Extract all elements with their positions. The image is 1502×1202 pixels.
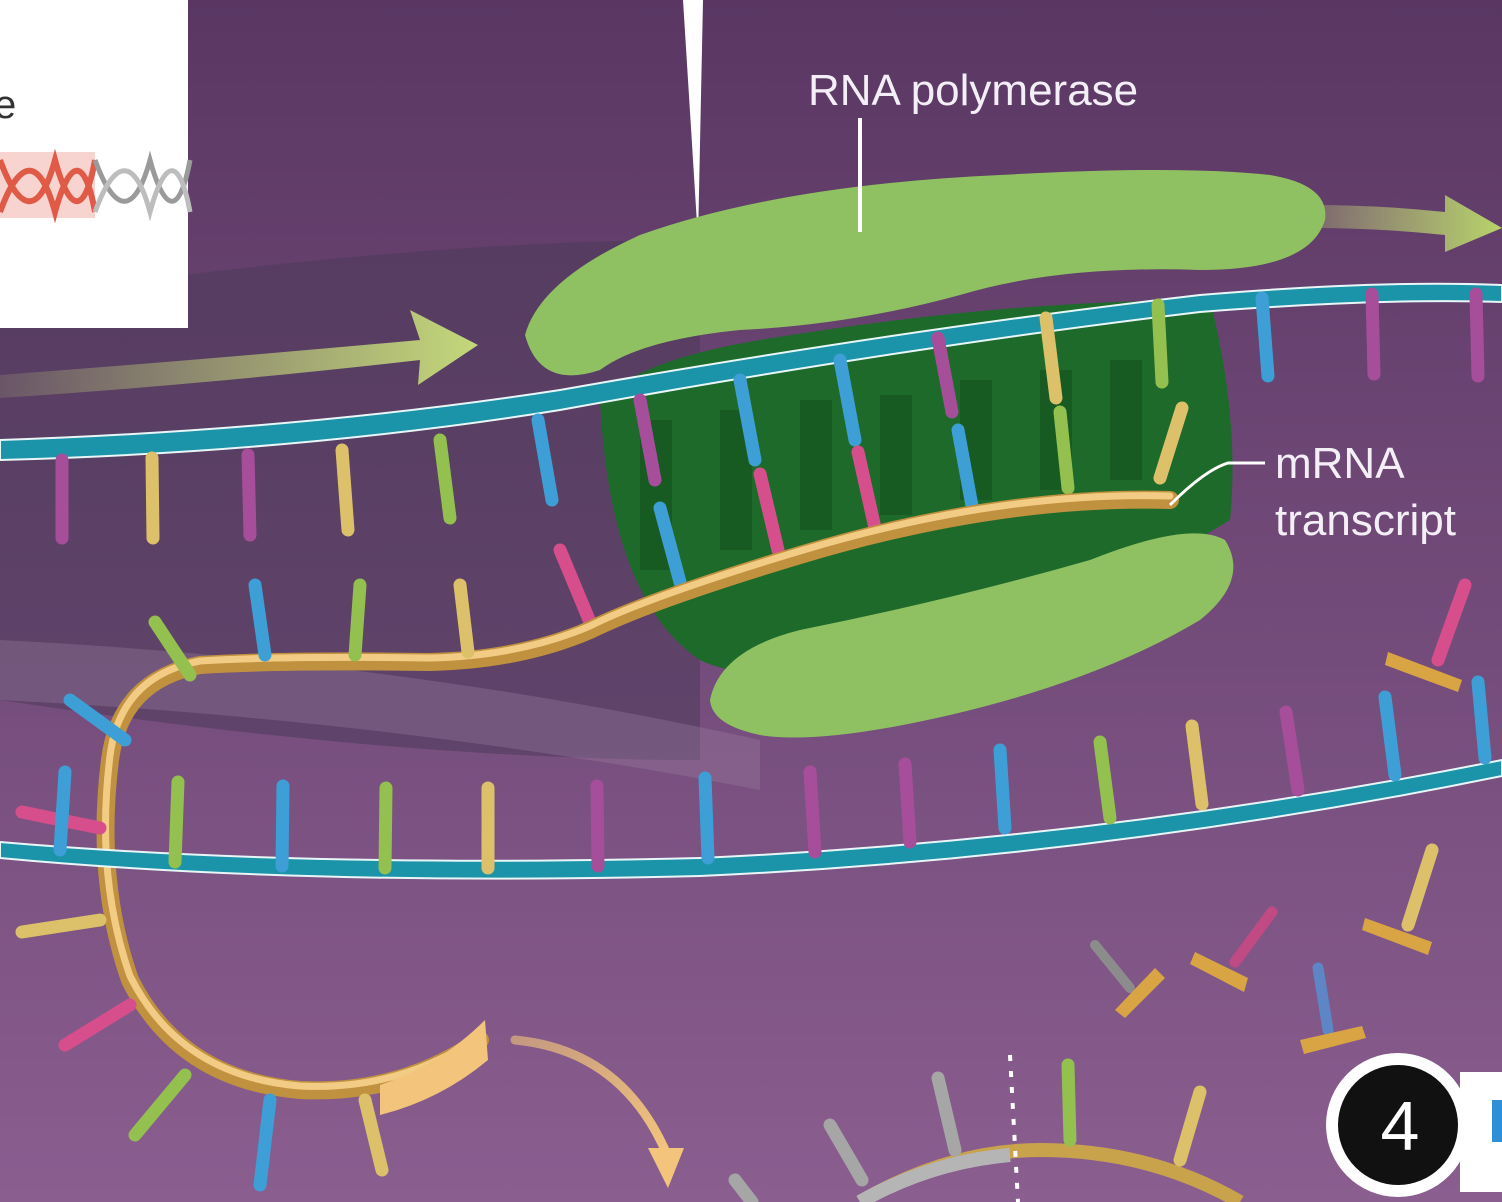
rna-polymerase-label: RNA polymerase <box>808 66 1138 115</box>
mrna-label-line2: transcript <box>1275 496 1456 545</box>
pointer-line <box>683 0 703 240</box>
rna-polymerase-lower <box>710 533 1234 738</box>
rna-polymerase-upper <box>525 170 1326 376</box>
free-nucleotide-pink-right <box>1385 578 1472 692</box>
inset-box: e <box>0 0 193 328</box>
free-nucleotides <box>1090 578 1472 1054</box>
mrna-release-arrow <box>510 1035 670 1155</box>
mrna-label-line1: mRNA <box>1275 439 1405 488</box>
top-strand-bases <box>55 287 1485 545</box>
direction-arrow-left <box>0 310 478 398</box>
free-nucleotide-gray <box>1090 940 1165 1018</box>
free-nucleotide-yellow <box>1362 843 1439 955</box>
mrna-release-arrowhead <box>648 1148 684 1188</box>
processed-mrna-fragment <box>728 1054 1244 1202</box>
dna-strand-bottom <box>0 758 1502 880</box>
inset-dna-icon <box>0 148 193 224</box>
direction-arrow-right <box>1310 195 1502 252</box>
mrna-bases <box>15 578 475 1192</box>
inset-partial-text: e <box>0 83 16 127</box>
step-badge: 4 <box>1326 1053 1502 1197</box>
mrna-leader <box>1168 461 1265 507</box>
mrna-transcript <box>96 490 1179 1100</box>
step-number: 4 <box>1381 1087 1420 1165</box>
free-nucleotide-pink <box>1190 906 1278 992</box>
mrna-end-ribbon <box>380 1020 488 1115</box>
dna-strand-top <box>0 282 1502 462</box>
free-nucleotide-blue <box>1300 962 1366 1054</box>
mrna-transcript-highlight <box>102 492 1174 1090</box>
bottom-strand-bases <box>53 675 1492 875</box>
rna-pairing-bases <box>553 401 1189 629</box>
